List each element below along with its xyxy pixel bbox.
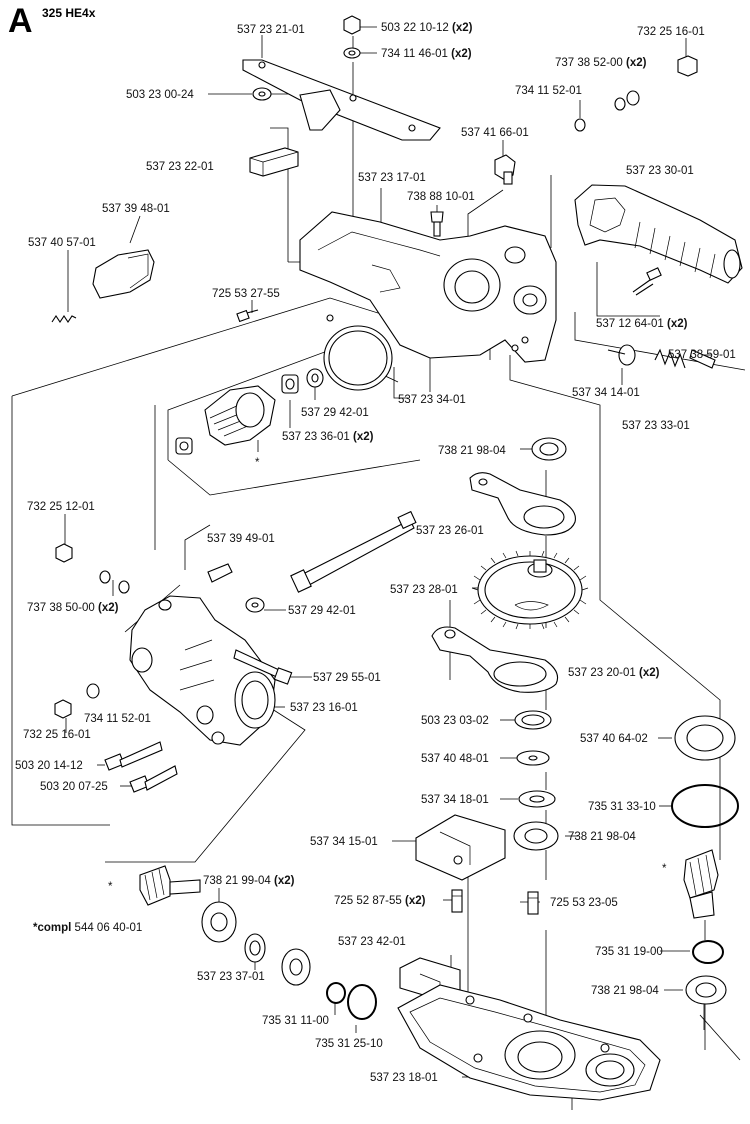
label-537126401: 537 12 64-01 — [596, 318, 664, 330]
svg-text:537 12 64-01 (x2): 537 12 64-01 (x2) — [596, 318, 688, 330]
label-537231601: 537 23 16-01 — [290, 702, 358, 714]
label-738219804-a: 738 21 98-04 — [438, 445, 506, 457]
svg-text:737 38 50-00 (x2): 737 38 50-00 (x2) — [27, 602, 119, 614]
label-537233701: 537 23 37-01 — [197, 971, 265, 983]
label-537406402: 537 40 64-02 — [580, 733, 648, 745]
label-537394901: 537 39 49-01 — [207, 533, 275, 545]
svg-text:738 21 99-04 (x2): 738 21 99-04 (x2) — [203, 875, 295, 887]
part-sleeve — [92, 249, 155, 299]
label-738219904: 738 21 99-04 — [203, 875, 271, 887]
label-737385200: 737 38 52-00 — [555, 57, 623, 69]
label-735311100: 735 31 11-00 — [262, 1015, 329, 1027]
qty-737385000: (x2) — [98, 602, 119, 614]
label-725532305: 725 53 23-05 — [550, 897, 618, 909]
part-spur-gear — [471, 550, 589, 630]
part-nut-bottom — [54, 699, 72, 719]
label-735311900: 735 31 19-00 — [595, 946, 663, 958]
label-537341501: 537 34 15-01 — [310, 836, 378, 848]
parts — [51, 15, 743, 1101]
qty-737385200: (x2) — [626, 57, 647, 69]
label-537394801: 537 39 48-01 — [102, 203, 170, 215]
label-537233301: 537 23 33-01 — [622, 420, 690, 432]
label-544064001: 544 06 40-01 — [75, 922, 143, 934]
label-537232201: 537 23 22-01 — [146, 161, 214, 173]
label-537233401: 537 23 34-01 — [398, 394, 466, 406]
svg-text:503 22 10-12 (x2): 503 22 10-12 (x2) — [381, 22, 473, 34]
label-537232101: 537 23 21-01 — [237, 24, 305, 36]
label-503200725: 503 20 07-25 — [40, 781, 108, 793]
part-bracket-plate — [415, 814, 506, 881]
label-734115201-top: 734 11 52-01 — [515, 85, 582, 97]
label-537232001: 537 23 20-01 — [568, 667, 636, 679]
svg-text:537 23 36-01 (x2): 537 23 36-01 (x2) — [282, 431, 374, 443]
compl-prefix: *compl — [33, 922, 71, 934]
qty-725528755: (x2) — [405, 895, 426, 907]
label-537233601: 537 23 36-01 — [282, 431, 350, 443]
label-537404801: 537 40 48-01 — [421, 753, 489, 765]
part-nut — [343, 15, 361, 35]
label-537231701: 537 23 17-01 — [358, 172, 426, 184]
star-gear: * — [255, 457, 260, 469]
svg-text:*compl 544 06 40-01: *compl 544 06 40-01 — [33, 922, 142, 934]
label-537231801: 537 23 18-01 — [370, 1072, 438, 1084]
qty-537233601: (x2) — [353, 431, 374, 443]
qty-503221012: (x2) — [452, 22, 473, 34]
svg-text:537 23 20-01 (x2): 537 23 20-01 (x2) — [568, 667, 660, 679]
label-537294201-a: 537 29 42-01 — [301, 407, 369, 419]
qty-537232001: (x2) — [639, 667, 660, 679]
label-537385901: 537 38 59-01 — [668, 349, 736, 361]
svg-text:734 11 46-01 (x2): 734 11 46-01 (x2) — [381, 48, 472, 60]
part-main-housing — [299, 211, 557, 363]
label-537341801: 537 34 18-01 — [421, 794, 489, 806]
qty-738219904: (x2) — [274, 875, 295, 887]
svg-text:725 52 87-55 (x2): 725 52 87-55 (x2) — [334, 895, 426, 907]
part-pinion — [139, 865, 171, 906]
model-name: 325 HE4x — [42, 6, 96, 20]
part-bracket — [242, 59, 441, 141]
label-503230024: 503 23 00-24 — [126, 89, 194, 101]
label-537232801: 537 23 28-01 — [390, 584, 458, 596]
label-735313310: 735 31 33-10 — [588, 801, 656, 813]
qty-734114601: (x2) — [451, 48, 472, 60]
label-735312510: 735 31 25-10 — [315, 1038, 383, 1050]
label-725528755: 725 52 87-55 — [334, 895, 402, 907]
star-pinion-right: * — [662, 863, 667, 875]
part-labels: 537 23 21-01 503 22 10-12 (x2) 734 11 46… — [15, 22, 736, 1084]
label-537341401: 537 34 14-01 — [572, 387, 640, 399]
label-537294201-b: 537 29 42-01 — [288, 605, 356, 617]
label-537233001: 537 23 30-01 — [626, 165, 694, 177]
label-503230302: 503 23 03-02 — [421, 715, 489, 727]
label-537232601: 537 23 26-01 — [416, 525, 484, 537]
part-block — [249, 147, 299, 177]
label-732251601-bot: 732 25 16-01 — [23, 729, 91, 741]
qty-537126401: (x2) — [667, 318, 688, 330]
label-537295501: 537 29 55-01 — [313, 672, 381, 684]
label-732251201: 732 25 12-01 — [27, 501, 95, 513]
part-drive-shaft — [294, 519, 415, 591]
label-734115201-bot: 734 11 52-01 — [84, 713, 151, 725]
label-734114601: 734 11 46-01 — [381, 48, 448, 60]
label-537416601: 537 41 66-01 — [461, 127, 529, 139]
label-503221012: 503 22 10-12 — [381, 22, 449, 34]
svg-text:737 38 52-00 (x2): 737 38 52-00 (x2) — [555, 57, 647, 69]
label-537234201: 537 23 42-01 — [338, 936, 406, 948]
label-725532755: 725 53 27-55 — [212, 288, 280, 300]
label-738219804-c: 738 21 98-04 — [591, 985, 659, 997]
label-503201412: 503 20 14-12 — [15, 760, 83, 772]
star-pinion-left: * — [108, 881, 113, 893]
label-537405701: 537 40 57-01 — [28, 237, 96, 249]
label-738881001: 738 88 10-01 — [407, 191, 475, 203]
label-737385000: 737 38 50-00 — [27, 602, 95, 614]
label-732251601-top: 732 25 16-01 — [637, 26, 705, 38]
section-letter: A — [8, 2, 33, 40]
label-738219804-b: 738 21 98-04 — [568, 831, 636, 843]
